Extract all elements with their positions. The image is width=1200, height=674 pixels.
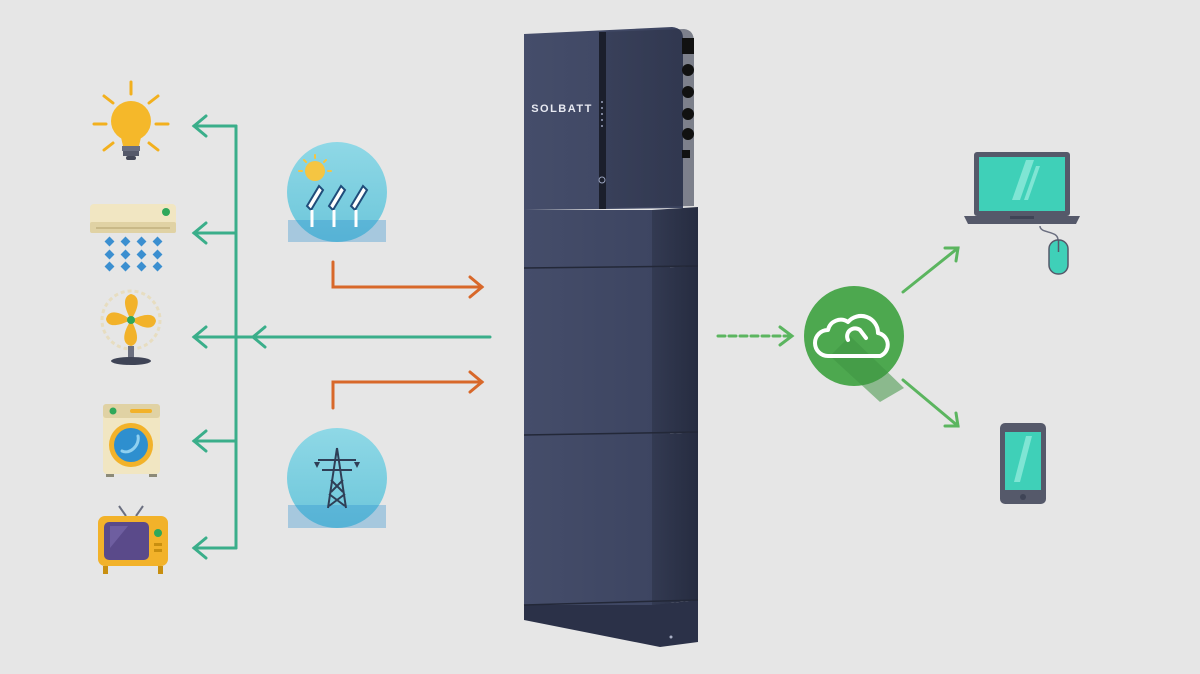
cloud-flow-lines	[716, 246, 960, 428]
computer-mouse-icon	[1039, 225, 1069, 275]
cloud-sync-icon	[804, 286, 904, 402]
brand-logo: SOLBATT	[531, 103, 593, 115]
battery-storage-unit: SOLBATT	[523, 27, 699, 647]
laptop-icon	[964, 152, 1080, 224]
air-conditioner-icon	[90, 204, 176, 272]
light-bulb-icon	[92, 80, 170, 160]
power-grid-tower-icon	[287, 428, 387, 528]
washing-machine-icon	[103, 404, 160, 477]
solar-panels-icon	[287, 142, 387, 242]
television-icon	[98, 505, 168, 574]
fan-icon	[100, 289, 162, 365]
smartphone-icon	[1000, 423, 1046, 504]
appliance-flow-lines	[191, 114, 492, 560]
storage-inflow-arrows	[331, 260, 485, 410]
